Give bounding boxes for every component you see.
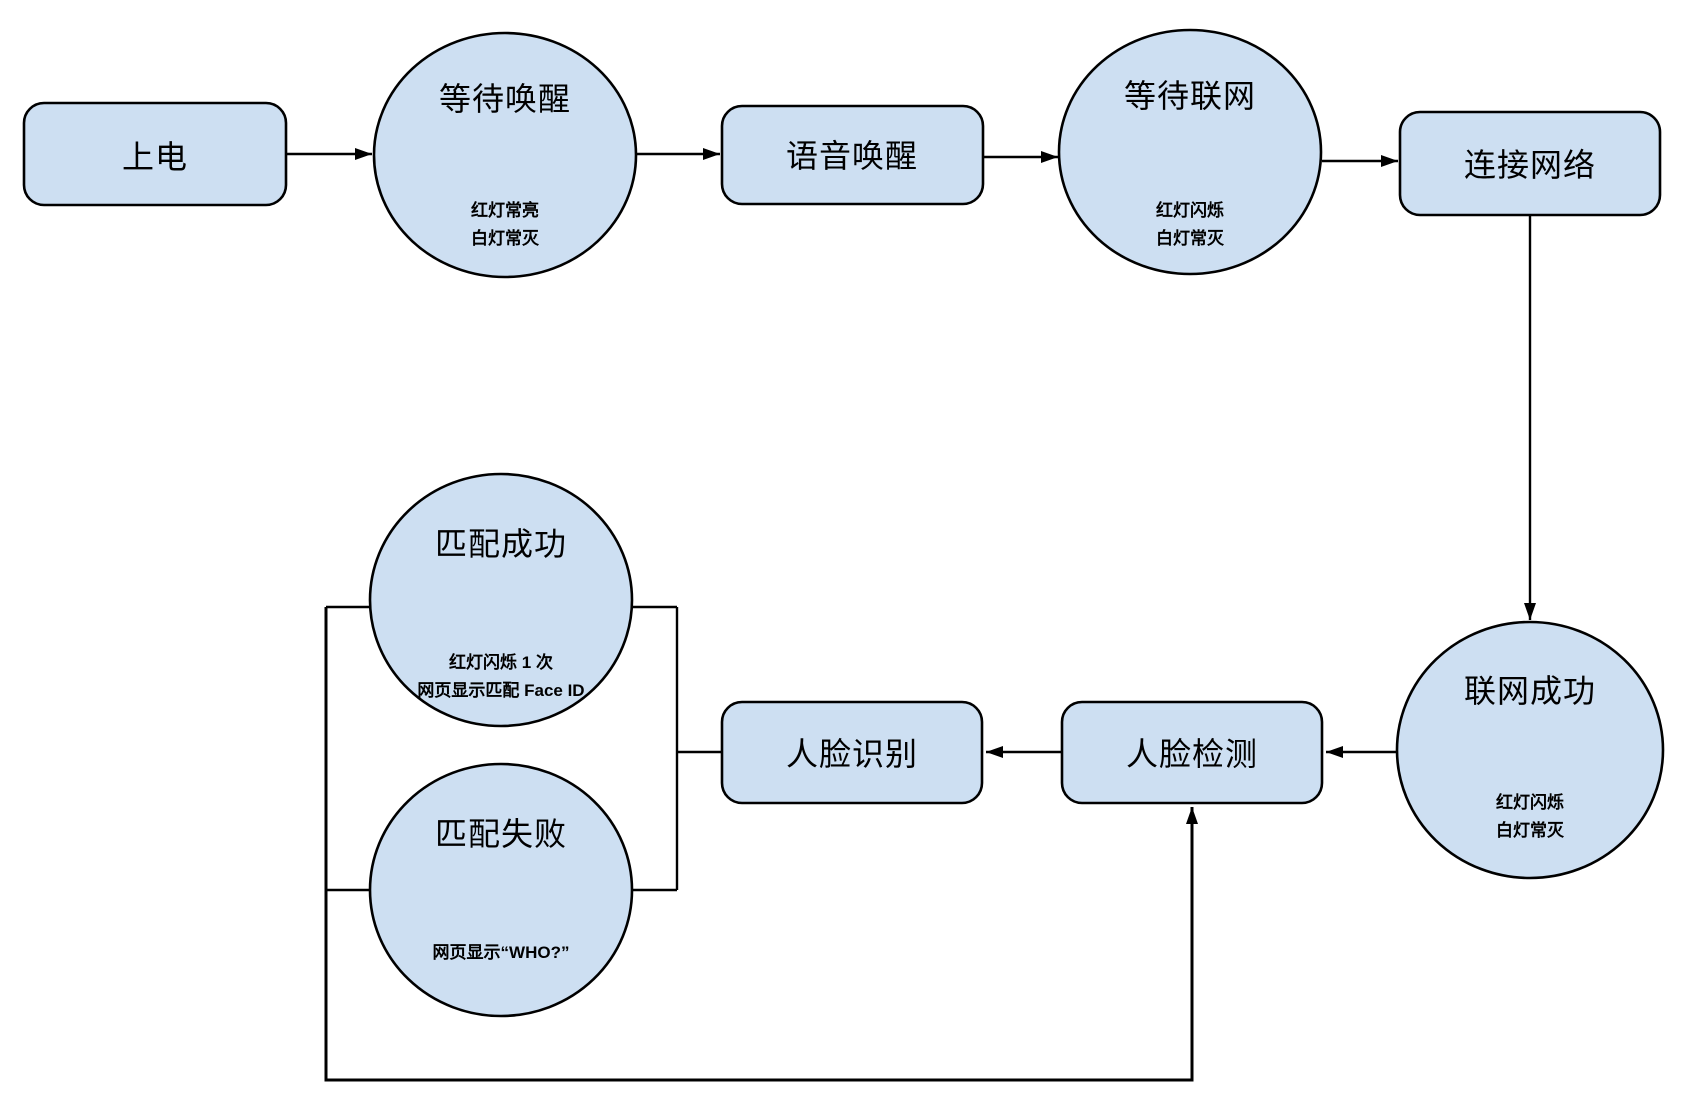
node-wait-net-status-2: 白灯常灭 — [1156, 228, 1225, 248]
node-power-box — [22, 101, 288, 207]
node-wait-net-label: 等待联网 — [1124, 78, 1256, 114]
node-wait-wake-status-2: 白灯常灭 — [471, 228, 540, 248]
node-voice-wake-label: 语音唤醒 — [786, 138, 918, 174]
node-match-fail-label: 匹配失败 — [435, 816, 567, 852]
node-power: 上电 — [22, 101, 288, 207]
node-match-ok: 匹配成功 红灯闪烁 1 次 网页显示匹配 Face ID — [368, 472, 634, 728]
node-match-fail-status-1: 网页显示“WHO?” — [433, 943, 570, 962]
node-match-fail: 匹配失败 网页显示“WHO?” — [368, 762, 634, 1018]
node-power-label: 上电 — [122, 139, 188, 175]
node-match-ok-label: 匹配成功 — [435, 526, 567, 562]
node-connect-net-label: 连接网络 — [1464, 147, 1596, 183]
node-wait-net-status-1: 红灯闪烁 — [1156, 200, 1224, 220]
node-net-ok-status-2: 白灯常灭 — [1496, 820, 1565, 840]
node-match-ok-circle — [368, 472, 634, 728]
node-voice-wake: 语音唤醒 — [720, 104, 985, 206]
node-match-ok-status-1: 红灯闪烁 1 次 — [449, 652, 553, 672]
node-face-recog: 人脸识别 — [720, 700, 984, 805]
node-face-recog-box — [720, 700, 984, 805]
node-wait-net-circle — [1057, 28, 1323, 276]
node-wait-wake-label: 等待唤醒 — [439, 81, 571, 117]
node-face-detect-box — [1060, 700, 1324, 805]
node-wait-wake: 等待唤醒 红灯常亮 白灯常灭 — [372, 31, 638, 279]
node-wait-net: 等待联网 红灯闪烁 白灯常灭 — [1057, 28, 1323, 276]
node-wait-wake-circle — [372, 31, 638, 279]
node-net-ok-label: 联网成功 — [1464, 673, 1596, 709]
node-face-detect-label: 人脸检测 — [1126, 736, 1258, 772]
node-wait-wake-status-1: 红灯常亮 — [471, 200, 539, 220]
node-net-ok: 联网成功 红灯闪烁 白灯常灭 — [1395, 620, 1665, 880]
node-voice-wake-box — [720, 104, 985, 206]
node-connect-net-box — [1398, 110, 1662, 217]
node-connect-net: 连接网络 — [1398, 110, 1662, 217]
node-face-recog-label: 人脸识别 — [786, 736, 918, 772]
node-net-ok-circle — [1395, 620, 1665, 880]
node-net-ok-status-1: 红灯闪烁 — [1496, 792, 1564, 812]
edge-retry-loop-to-face-detect — [324, 607, 1198, 1082]
node-match-fail-circle — [368, 762, 634, 1018]
node-match-ok-status-2: 网页显示匹配 Face ID — [417, 681, 584, 700]
node-face-detect: 人脸检测 — [1060, 700, 1324, 805]
